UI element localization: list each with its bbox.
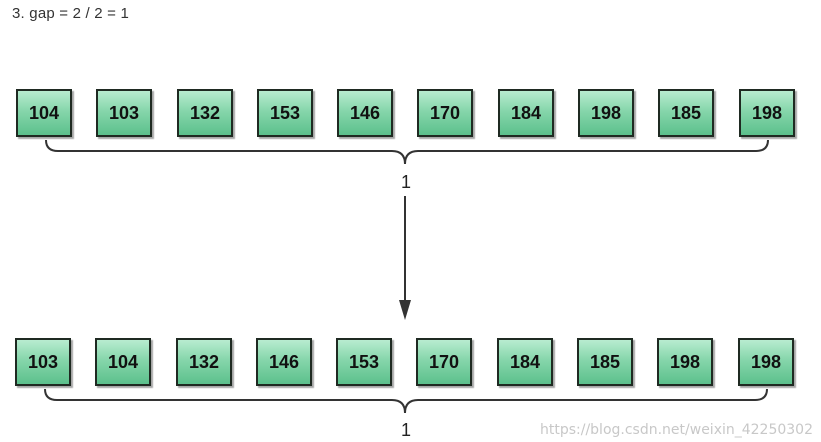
before-array-row: 104 103 132 153 146 170 184 198 185 198 bbox=[0, 89, 821, 141]
array-cell: 132 bbox=[176, 338, 232, 386]
group-label: 1 bbox=[400, 420, 411, 440]
array-cell: 103 bbox=[96, 89, 152, 137]
array-cell: 185 bbox=[658, 89, 714, 137]
array-cell: 132 bbox=[177, 89, 233, 137]
array-cell: 104 bbox=[16, 89, 72, 137]
array-cell: 184 bbox=[498, 89, 554, 137]
array-cell: 146 bbox=[337, 89, 393, 137]
step-title: 3. gap = 2 / 2 = 1 bbox=[12, 5, 130, 22]
array-cell: 198 bbox=[657, 338, 713, 386]
array-cell: 184 bbox=[497, 338, 553, 386]
group-brace bbox=[45, 139, 769, 165]
array-cell: 104 bbox=[95, 338, 151, 386]
array-cell: 103 bbox=[15, 338, 71, 386]
array-cell: 198 bbox=[578, 89, 634, 137]
array-cell: 185 bbox=[577, 338, 633, 386]
array-cell: 198 bbox=[738, 338, 794, 386]
group-label: 1 bbox=[400, 172, 411, 192]
group-brace bbox=[44, 388, 768, 414]
watermark: https://blog.csdn.net/weixin_42250302 bbox=[539, 422, 813, 438]
array-cell: 170 bbox=[416, 338, 472, 386]
after-array-row: 103 104 132 146 153 170 184 185 198 198 bbox=[0, 338, 821, 390]
array-cell: 170 bbox=[417, 89, 473, 137]
array-cell: 146 bbox=[256, 338, 312, 386]
down-arrow-icon bbox=[399, 196, 411, 320]
array-cell: 198 bbox=[739, 89, 795, 137]
array-cell: 153 bbox=[257, 89, 313, 137]
array-cell: 153 bbox=[336, 338, 392, 386]
